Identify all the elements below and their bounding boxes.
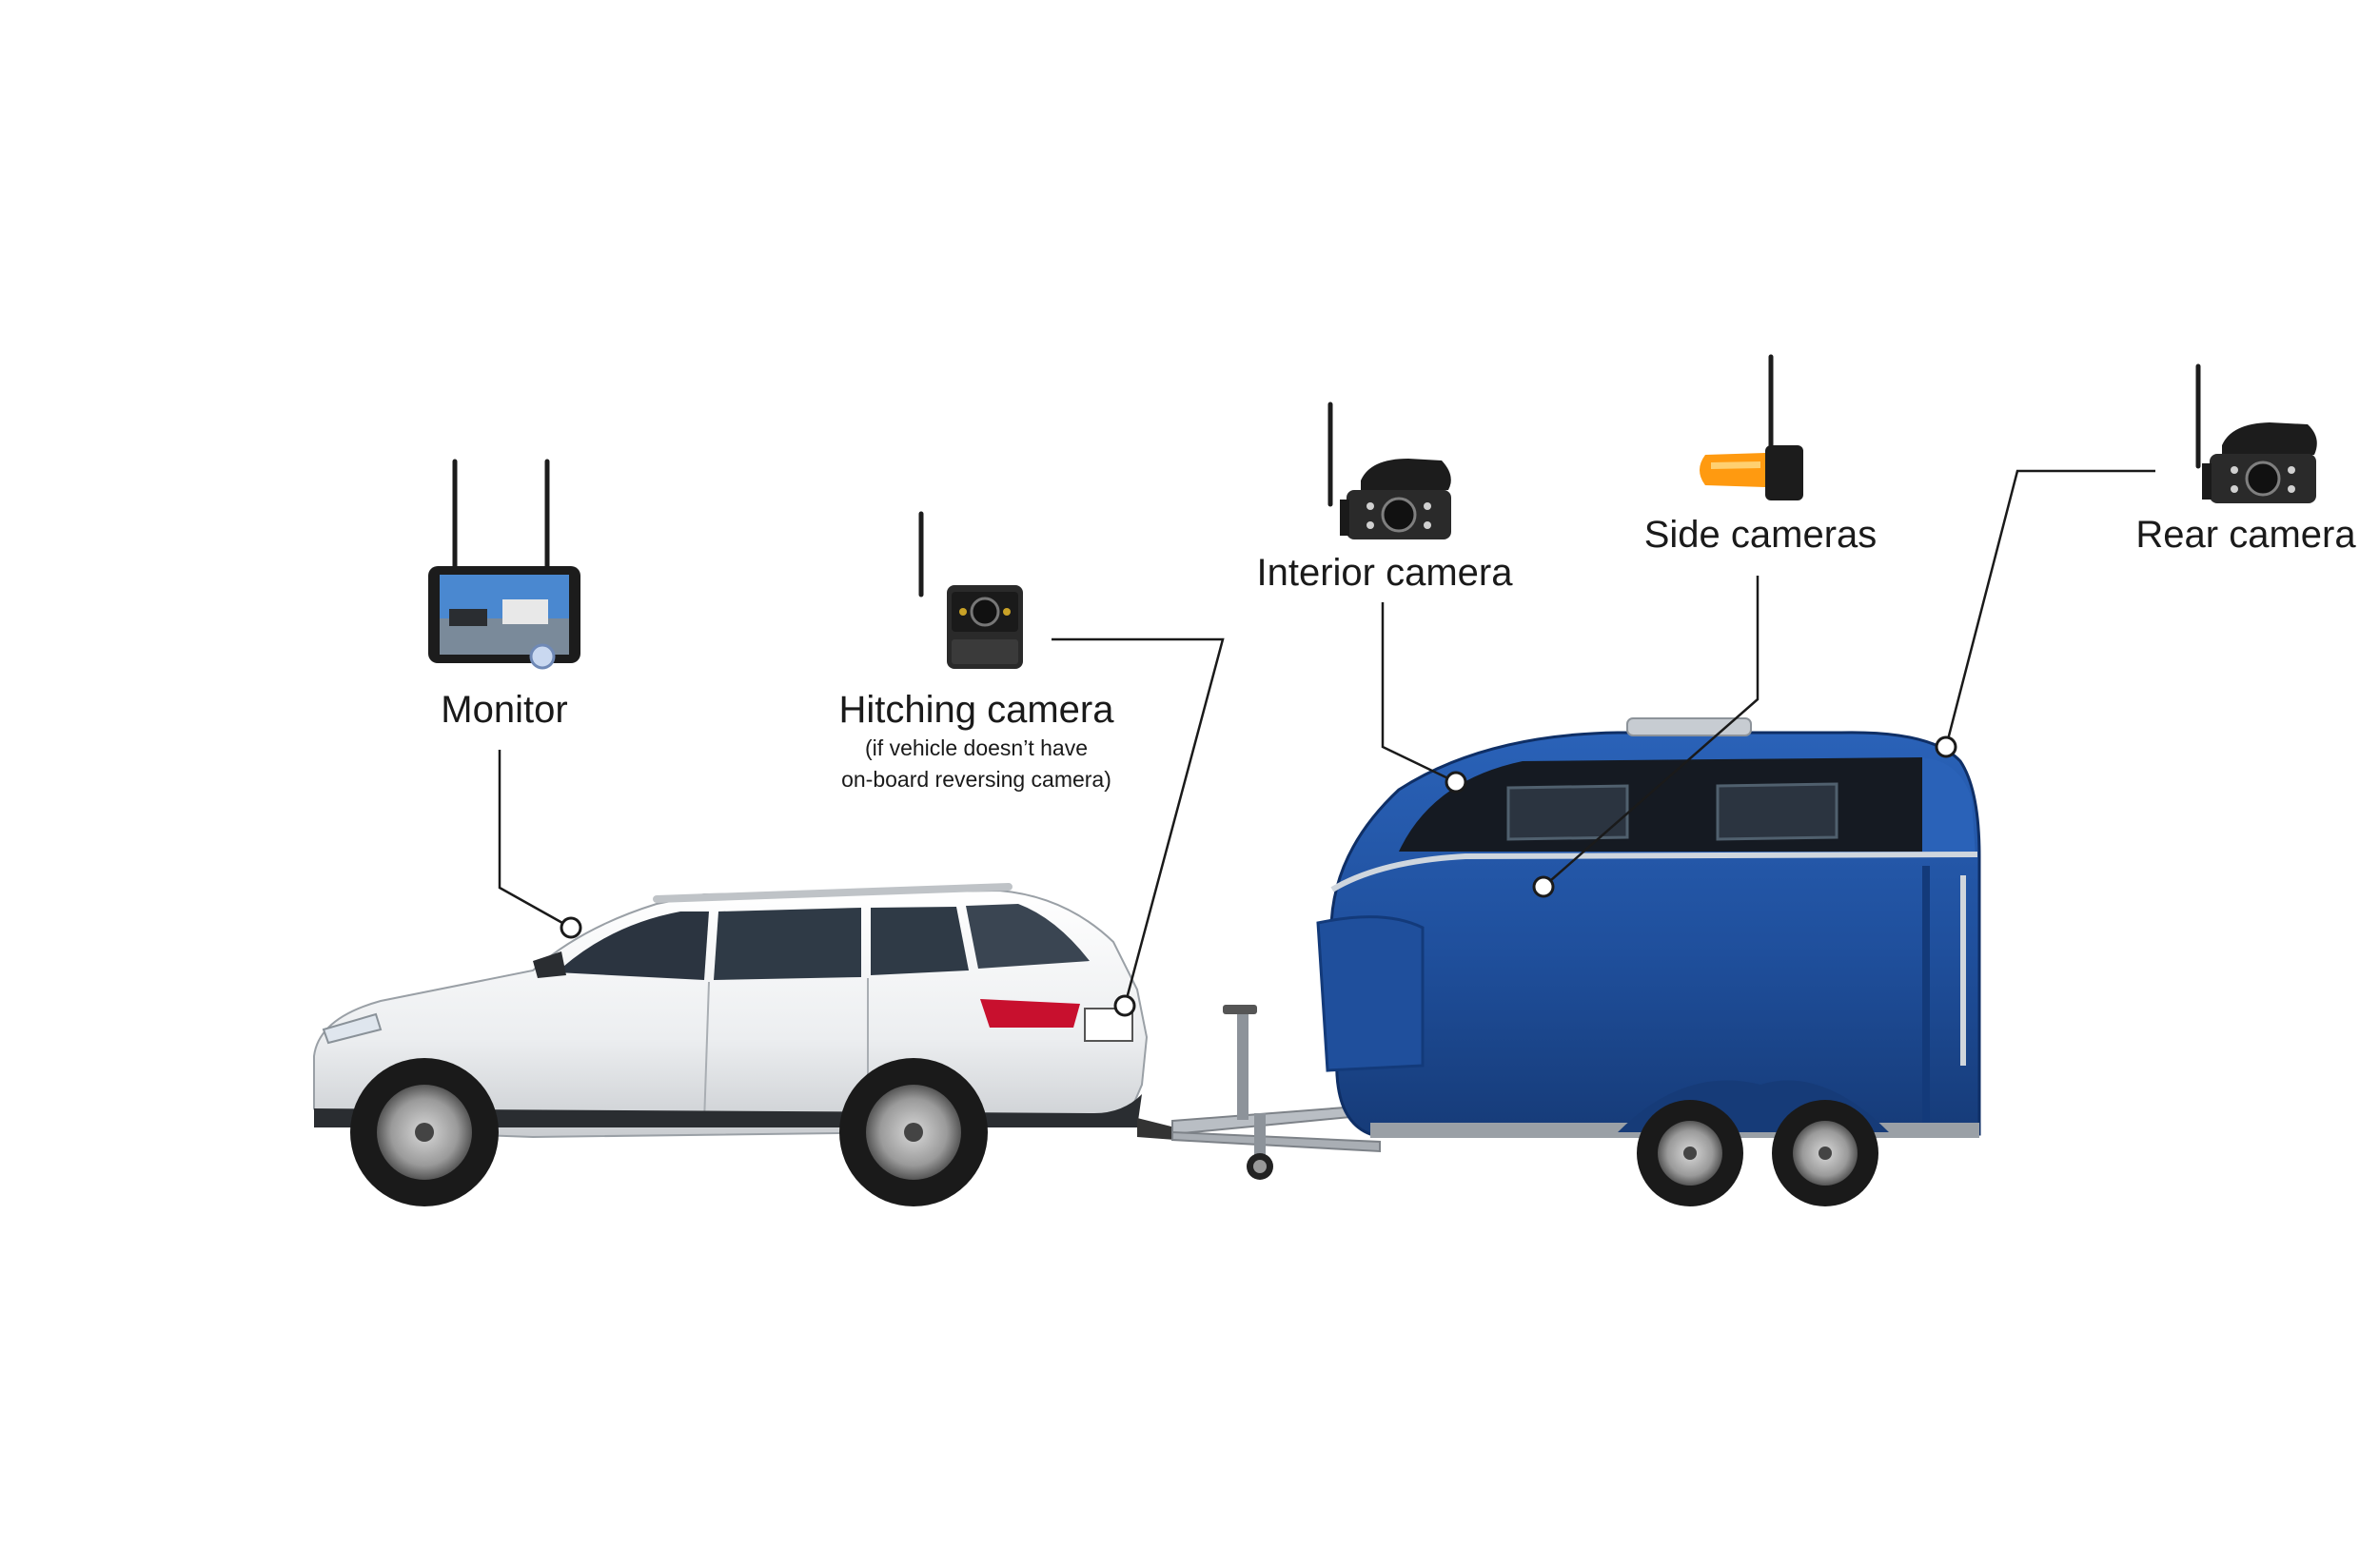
hitching-camera-icon — [918, 511, 1023, 669]
monitor-anchor-dot — [560, 916, 582, 939]
anchor-dots — [560, 735, 1957, 1017]
interior-anchor-dot — [1445, 771, 1467, 794]
car-rear-wheel — [839, 1058, 988, 1206]
side-camera-icon — [1700, 354, 1803, 500]
hitching-note-line-2: on-board reversing camera) — [841, 767, 1111, 792]
interior-camera-label-text: Interior camera — [1256, 552, 1513, 594]
car-front-wheel — [350, 1058, 499, 1206]
rear-camera-label-text: Rear camera — [2135, 514, 2356, 556]
rear-camera-label: Rear camera — [2113, 512, 2379, 558]
monitor-label: Monitor — [362, 687, 647, 733]
side-cameras-label-text: Side cameras — [1643, 514, 1878, 556]
horse-trailer — [1316, 717, 1981, 1206]
hitching-anchor-dot — [1113, 994, 1136, 1017]
hitching-leader-line — [1052, 637, 1225, 1007]
hitching-note-line-1: (if vehicle doesn’t have — [865, 735, 1088, 760]
side-anchor-dot — [1532, 875, 1555, 898]
interior-camera-label: Interior camera — [1199, 550, 1570, 596]
car — [313, 883, 1175, 1206]
monitor-leader-line — [498, 750, 572, 930]
side-leader-line — [1543, 576, 1760, 888]
rear-anchor-dot — [1935, 735, 1957, 758]
trailer-wheel-rear — [1772, 1100, 1878, 1206]
rear-camera-icon — [2195, 363, 2317, 503]
interior-leader-line — [1381, 602, 1457, 784]
rear-leader-line — [1944, 469, 2155, 748]
trailer-wheel-front — [1637, 1100, 1743, 1206]
interior-camera-icon — [1327, 402, 1451, 539]
hitching-camera-label: Hitching camera (if vehicle doesn’t have… — [786, 687, 1167, 795]
leader-lines — [498, 469, 2155, 1007]
hitching-camera-label-text: Hitching camera — [838, 689, 1114, 731]
monitor-label-text: Monitor — [441, 689, 568, 731]
side-cameras-label: Side cameras — [1599, 512, 1922, 558]
wireless-monitor-icon — [428, 459, 580, 670]
